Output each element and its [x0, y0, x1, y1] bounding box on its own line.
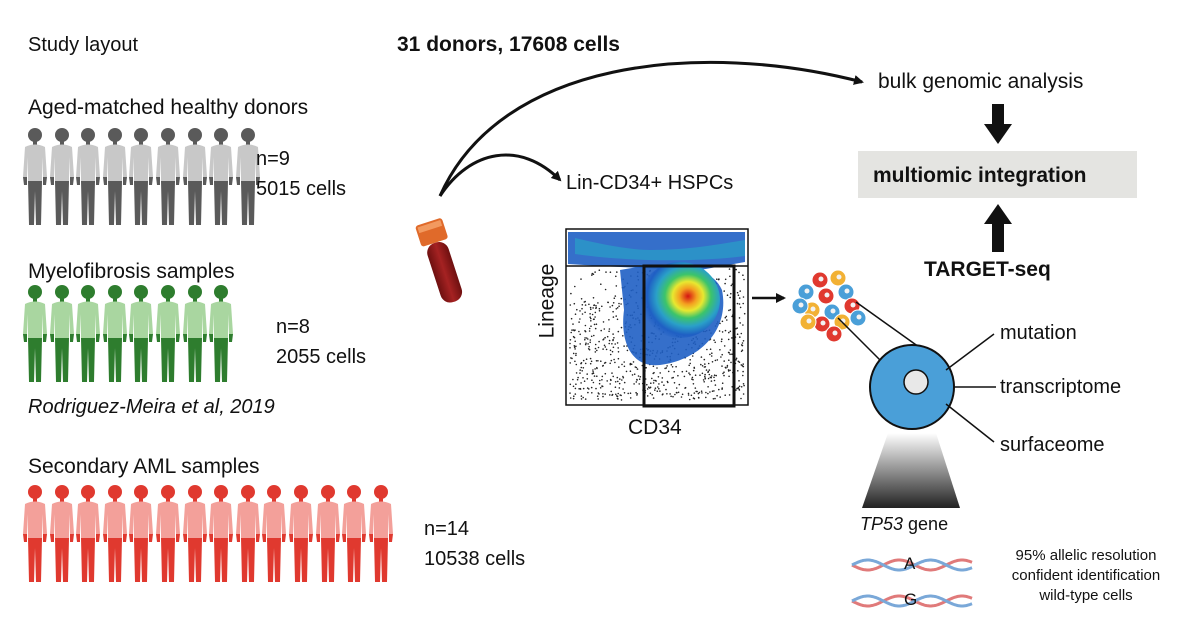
person-icon — [49, 127, 75, 232]
person-icon — [208, 484, 234, 589]
allele-a: A — [904, 554, 916, 573]
person-icon — [75, 284, 101, 389]
person-icon — [128, 127, 154, 232]
study-layout-title: Study layout — [28, 34, 139, 56]
person-icon — [75, 484, 101, 589]
group-cells-aml: 10538 cells — [424, 548, 526, 570]
group-cells-myelofibrosis: 2055 cells — [276, 346, 367, 368]
person-icon — [128, 484, 154, 589]
note-line-3: wild-type cells — [1039, 587, 1133, 604]
arrow-target-to-integration — [984, 204, 1012, 252]
note-line-1: 95% allelic resolution — [1015, 547, 1157, 564]
person-icon — [22, 127, 48, 232]
integration-box — [858, 151, 1137, 198]
gene-suffix: gene — [903, 514, 949, 534]
person-icon — [102, 284, 128, 389]
dna-icon-a — [851, 558, 973, 572]
group-n-aml: n=14 — [424, 518, 470, 540]
gene-label: TP53 gene — [860, 514, 948, 535]
person-icon — [288, 484, 314, 589]
group-n-myelofibrosis: n=8 — [276, 316, 310, 338]
gene-zoom-cone — [862, 433, 960, 508]
person-icon — [341, 484, 367, 589]
person-icon — [128, 284, 154, 389]
person-icon — [208, 127, 234, 232]
group-n-healthy: n=9 — [256, 148, 290, 170]
study-totals: 31 donors, 17608 cells — [397, 33, 620, 56]
arrow-bulk-to-integration — [984, 104, 1012, 144]
citation: Rodriguez-Meira et al, 2019 — [28, 396, 275, 418]
person-icon — [235, 484, 261, 589]
readout-surfaceome: surfaceome — [1000, 434, 1105, 456]
cell-cluster — [791, 269, 867, 343]
dna-icon-g — [851, 594, 973, 608]
facs-y-axis-label: Lineage — [535, 263, 559, 339]
person-icon — [75, 127, 101, 232]
person-icon — [155, 127, 181, 232]
person-icon — [22, 284, 48, 389]
hspc-label: Lin-CD34+ HSPCs — [566, 172, 734, 194]
person-icon — [182, 127, 208, 232]
person-icon — [102, 484, 128, 589]
person-icon — [22, 484, 48, 589]
person-icon — [261, 484, 287, 589]
person-icon — [49, 284, 75, 389]
group-name-myelofibrosis: Myelofibrosis samples — [28, 260, 235, 283]
person-icon — [315, 484, 341, 589]
group-name-healthy: Aged-matched healthy donors — [28, 96, 309, 119]
person-icon — [155, 484, 181, 589]
allelic-note: 95% allelic resolution confident identif… — [986, 546, 1186, 606]
person-icon — [102, 127, 128, 232]
person-icon — [155, 284, 181, 389]
person-icon — [182, 284, 208, 389]
person-icon — [49, 484, 75, 589]
readout-transcriptome: transcriptome — [1000, 376, 1122, 398]
group-cells-healthy: 5015 cells — [256, 178, 347, 200]
person-icon — [368, 484, 394, 589]
group-name-aml: Secondary AML samples — [28, 455, 260, 478]
person-icon — [208, 284, 234, 389]
facs-x-axis-label: CD34 — [628, 416, 682, 439]
person-icon — [235, 127, 261, 232]
method-label: TARGET-seq — [924, 258, 1051, 281]
readout-mutation: mutation — [1000, 322, 1077, 344]
person-icon — [182, 484, 208, 589]
allele-g: G — [904, 590, 918, 609]
blood-tube-icon — [415, 218, 463, 303]
bulk-label: bulk genomic analysis — [878, 70, 1084, 93]
integration-label: multiomic integration — [873, 164, 1087, 187]
gene-name: TP53 — [860, 514, 904, 534]
note-line-2: confident identification — [1011, 567, 1161, 584]
arrow-to-hspcs — [438, 153, 562, 197]
facs-plot — [565, 228, 749, 408]
arrow-to-bulk — [438, 60, 864, 197]
single-cell-icon — [869, 344, 955, 430]
